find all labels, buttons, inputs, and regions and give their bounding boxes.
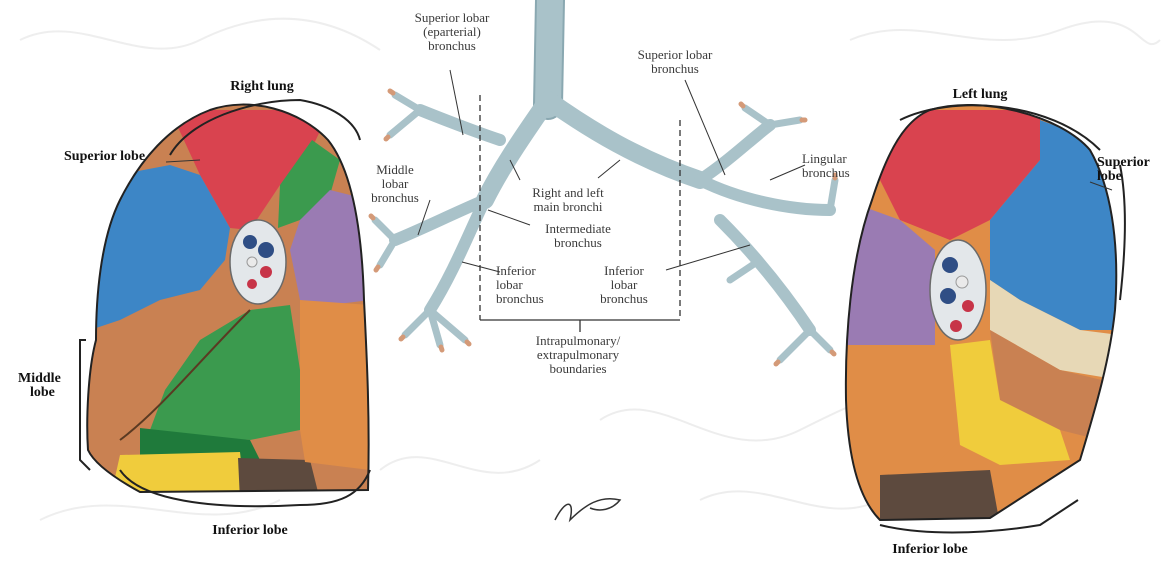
- segment-dark-brown: [238, 458, 320, 500]
- label-left-inferior-lobe: Inferior lobe: [892, 543, 968, 557]
- label-left-lung: Left lung: [953, 88, 1008, 102]
- label-right-middle-lobe: Middle lobe: [18, 372, 61, 400]
- netter-signature: [555, 499, 620, 520]
- label-right-superior-lobe: Superior lobe: [64, 150, 145, 164]
- segment-yellow: [110, 452, 245, 500]
- label-main-bronchi: Right and left main bronchi: [532, 186, 604, 214]
- label-superior-lobar-left: Superior lobar bronchus: [638, 48, 713, 76]
- left-lung: [840, 95, 1130, 535]
- label-right-inferior-lobe: Inferior lobe: [212, 524, 288, 538]
- segment-dark-brown-left: [880, 470, 1000, 525]
- right-hilum: [230, 220, 286, 304]
- label-middle-lobar-bronchus: Middle lobar bronchus: [371, 163, 419, 205]
- segment-orange: [300, 300, 370, 470]
- label-inferior-lobar-right: Inferior lobar bronchus: [496, 264, 544, 306]
- label-intermediate-bronchus: Intermediate bronchus: [545, 222, 611, 250]
- segment-orange-left: [845, 345, 960, 470]
- label-superior-lobar-eparterial: Superior lobar (eparterial) bronchus: [415, 11, 490, 53]
- label-lingular-bronchus: Lingular bronchus: [802, 152, 850, 180]
- label-right-lung: Right lung: [230, 80, 293, 94]
- label-inferior-lobar-left: Inferior lobar bronchus: [600, 264, 648, 306]
- left-hilum: [930, 240, 986, 340]
- label-left-superior-lobe: Superior lobe: [1097, 156, 1150, 184]
- label-boundaries: Intrapulmonary/ extrapulmonary boundarie…: [536, 334, 620, 376]
- bronchial-tree: [371, 0, 835, 364]
